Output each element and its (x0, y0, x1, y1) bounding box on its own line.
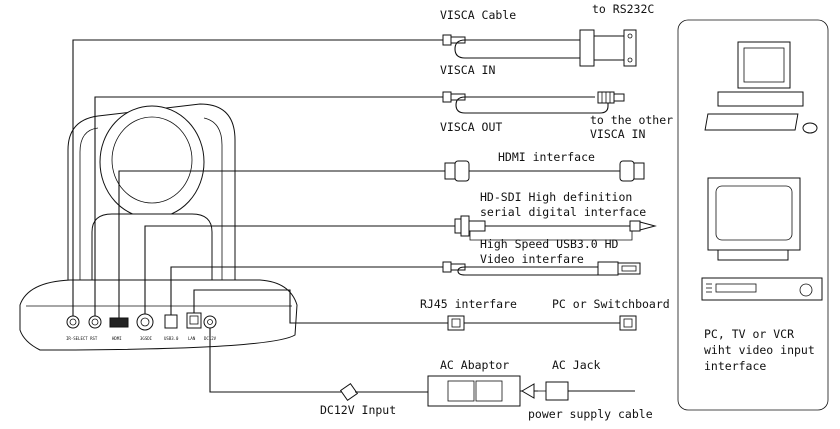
svg-text:USB3.0: USB3.0 (164, 336, 179, 341)
hdsdi-label-line1: HD-SDI High definition (480, 190, 632, 204)
vcr-icon (701, 277, 823, 301)
visca-out-label: VISCA OUT (440, 120, 502, 134)
to-other-label-line2: VISCA IN (590, 127, 645, 141)
svg-text:IR-SELECT RST: IR-SELECT RST (66, 336, 98, 341)
display-devices-panel (677, 19, 829, 411)
dc12v-label: DC12V Input (320, 403, 396, 417)
hdmi-cable (444, 160, 645, 182)
ac-jack-label: AC Jack (552, 358, 601, 372)
power-cable-label: power supply cable (528, 407, 653, 421)
television-icon (707, 177, 801, 261)
visca-in-cable (442, 29, 637, 67)
hdsdi-label-line2: serial digital interface (480, 205, 646, 219)
hd-sdi-cable (454, 215, 657, 241)
usb-label-line2: Video interfare (480, 252, 584, 266)
devices-label-line2: wiht video input (704, 343, 815, 357)
svg-text:3GSDI: 3GSDI (140, 336, 153, 341)
usb-label-line1: High Speed USB3.0 HD (480, 237, 619, 251)
to-rs232c-label: to RS232C (592, 2, 654, 16)
connection-lines (72, 39, 455, 393)
svg-text:LAN: LAN (188, 336, 196, 341)
visca-in-label: VISCA IN (440, 63, 495, 77)
desktop-computer-icon (704, 41, 818, 134)
power-supply (339, 375, 635, 407)
rj45-cable (447, 315, 637, 331)
usb-cable (442, 261, 641, 276)
ac-adaptor-label: AC Abaptor (440, 358, 509, 372)
visca-cable-label: VISCA Cable (440, 8, 516, 22)
visca-out-cable (442, 91, 625, 114)
devices-label-line3: interface (704, 359, 766, 373)
to-other-label-line1: to the other (590, 113, 673, 127)
hdmi-label: HDMI interface (498, 150, 595, 164)
svg-text:HDMI: HDMI (112, 336, 122, 341)
pc-switch-label: PC or Switchboard (552, 297, 670, 311)
rj45-label: RJ45 interfare (420, 297, 517, 311)
devices-label-line1: PC, TV or VCR (704, 327, 794, 341)
ptz-camera: IR-SELECT RST HDMI 3GSDI USB3.0 LAN DC12… (19, 103, 298, 351)
